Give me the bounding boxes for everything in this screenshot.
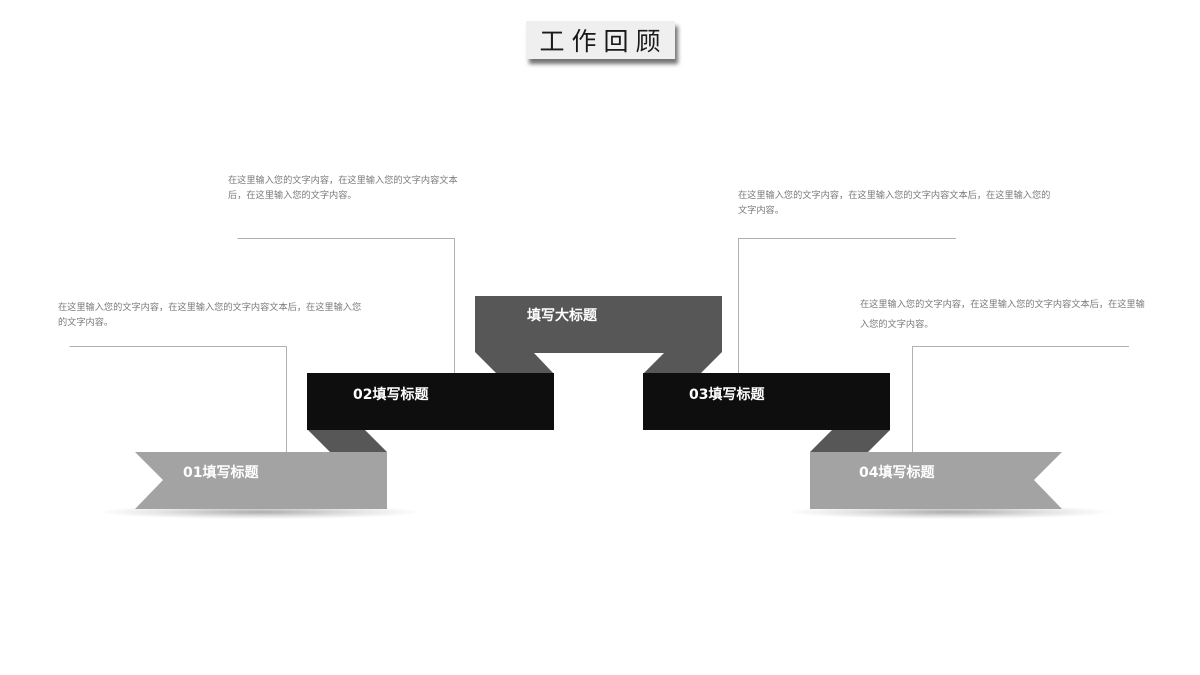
connector-line-03 — [738, 238, 956, 378]
item-01-label: 01填写标题 — [183, 465, 259, 481]
item-04-description: 在这里输入您的文字内容，在这里输入您的文字内容文本后，在这里输入您的文字内容。 — [860, 299, 1145, 330]
item-01-description: 在这里输入您的文字内容，在这里输入您的文字内容文本后，在这里输入您的文字内容。 — [58, 302, 362, 328]
item-04-label: 04填写标题 — [859, 465, 935, 481]
item-02-label: 02填写标题 — [353, 387, 429, 403]
ribbon-02-shape — [307, 373, 554, 430]
fold-right — [810, 430, 890, 452]
ribbon-03-shape — [643, 373, 890, 430]
fold-left — [308, 430, 387, 452]
ribbon-04-shape — [810, 452, 1062, 509]
page-title: 工作回顾 — [539, 27, 668, 56]
ribbon-01-shape — [135, 452, 387, 509]
connector-lines — [69, 238, 1129, 452]
top-banner-shape — [475, 296, 722, 374]
connector-line-04 — [912, 346, 1129, 452]
main-banner-label: 填写大标题 — [527, 308, 597, 324]
item-03-label: 03填写标题 — [689, 387, 765, 403]
item-03-description: 在这里输入您的文字内容，在这里输入您的文字内容文本后，在这里输入您的文字内容。 — [738, 190, 1051, 216]
connector-line-01 — [69, 346, 287, 452]
item-02-description: 在这里输入您的文字内容，在这里输入您的文字内容文本后，在这里输入您的文字内容。 — [228, 175, 458, 201]
connector-line-02 — [237, 238, 455, 378]
title-box: 工作回顾 — [526, 21, 675, 59]
